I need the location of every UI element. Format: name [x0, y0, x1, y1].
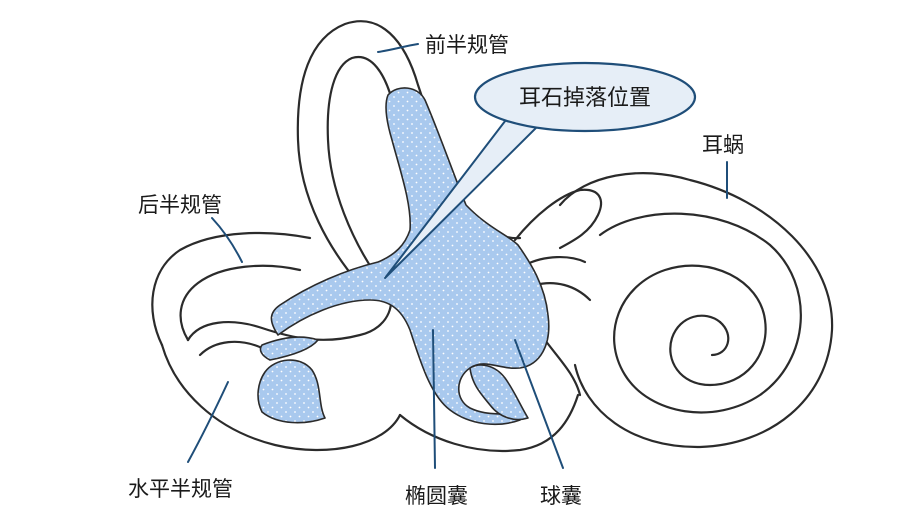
leader-horizontal-canal [187, 381, 229, 463]
leader-posterior-canal [211, 217, 243, 263]
callout-bubble: 耳石掉落位置 [384, 61, 697, 279]
label-utricle: 椭圆囊 [405, 484, 468, 508]
label-posterior-canal: 后半规管 [138, 193, 222, 217]
label-saccule: 球囊 [540, 484, 582, 508]
label-cochlea: 耳蜗 [702, 133, 744, 157]
callout-text: 耳石掉落位置 [519, 86, 651, 111]
membranous-labyrinth [257, 87, 550, 426]
leader-saccule [514, 339, 564, 469]
labels: 前半规管 后半规管 水平半规管 耳蜗 椭圆囊 球囊 [128, 33, 744, 508]
label-horizontal-canal: 水平半规管 [128, 477, 233, 501]
leader-lines [187, 43, 728, 469]
label-anterior-canal: 前半规管 [425, 33, 509, 57]
cochlea-structure [513, 172, 834, 449]
leader-utricle [432, 329, 436, 469]
leader-anterior-canal [377, 43, 419, 53]
